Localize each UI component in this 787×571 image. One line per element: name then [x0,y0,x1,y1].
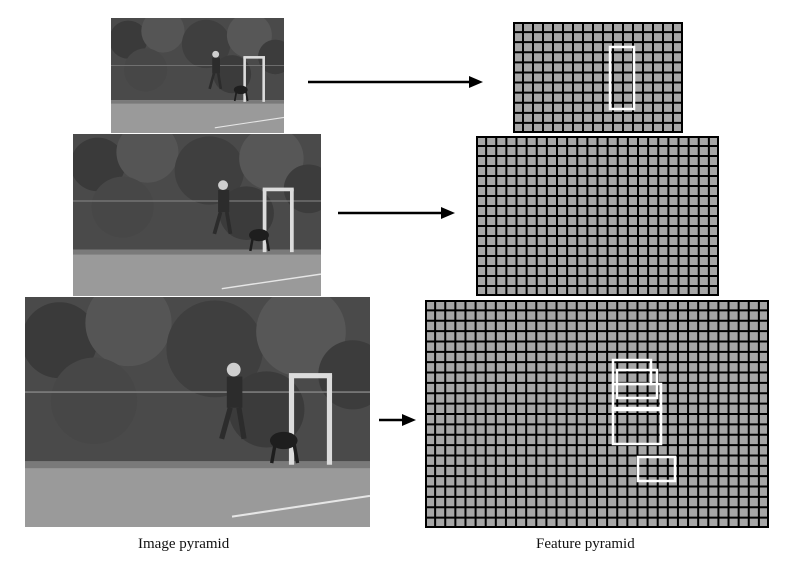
detection-box [611,382,663,412]
arrow-medium [338,207,455,219]
photo-scene-medium [73,134,321,296]
image-pyramid-level-small [111,18,284,133]
caption-feature-pyramid: Feature pyramid [536,536,635,552]
detection-box [608,45,636,111]
arrow-large [379,414,416,426]
feature-pyramid-level-large [425,300,769,528]
photo-scene-large [25,297,370,527]
image-pyramid-level-large [25,297,370,527]
feature-grid-small [513,22,683,133]
feature-pyramid-level-small [513,22,683,133]
detection-box [611,406,663,446]
grid-background [513,22,683,133]
feature-grid-large [425,300,769,528]
caption-image-pyramid: Image pyramid [138,536,230,552]
photo-scene-small [111,18,284,133]
detection-box [636,455,677,483]
feature-grid-medium [476,136,719,296]
arrow-small [308,76,483,88]
image-pyramid-level-medium [73,134,321,296]
feature-pyramid-level-medium [476,136,719,296]
